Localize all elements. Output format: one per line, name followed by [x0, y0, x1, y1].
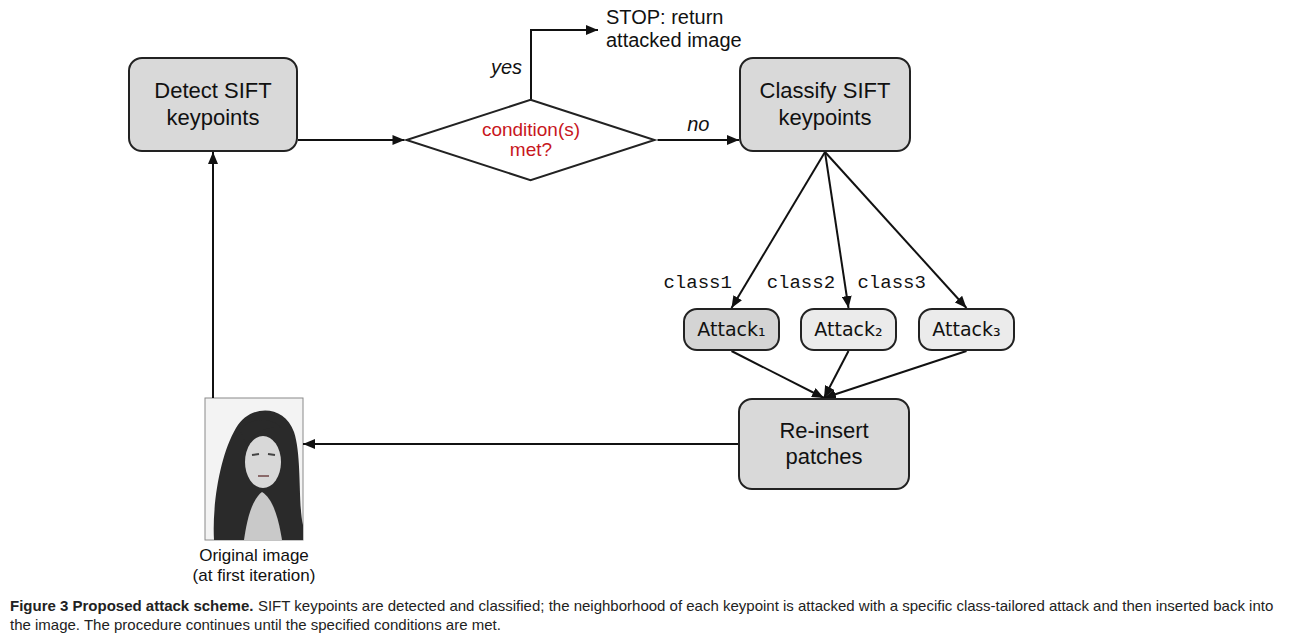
exit-arrow [531, 30, 598, 99]
attack-box: Attack₂ [800, 308, 897, 351]
image-node: Original image (at first iteration) [174, 398, 334, 591]
process-box: Classify SIFT keypoints [739, 57, 911, 152]
stop-label: STOP: return attacked image [604, 6, 758, 52]
decision-diamond: condition(s) met? [404, 99, 657, 181]
photo-hair [214, 410, 303, 540]
figure-title: Figure 3 Proposed attack scheme. [10, 597, 253, 614]
branch-label: no [685, 113, 711, 136]
flow-arrow [824, 351, 967, 398]
portrait-photo [205, 398, 303, 540]
flow-arrow [212, 152, 214, 398]
flow-arrow [825, 152, 967, 308]
flow-arrow [303, 443, 738, 445]
node-text: condition(s) met? [472, 120, 590, 160]
class-label: class1 [661, 272, 733, 294]
figure-caption: Figure 3 Proposed attack scheme.SIFT key… [10, 597, 1282, 635]
process-box: Detect SIFT keypoints [128, 57, 298, 152]
photo-ground [205, 398, 303, 540]
node-text: Attack₁ [697, 318, 765, 341]
photo-neck [244, 492, 282, 540]
class-label: class2 [765, 272, 837, 294]
attack-box: Attack₃ [918, 308, 1015, 351]
branch-label: yes [489, 56, 524, 79]
node-text: Detect SIFT keypoints [144, 78, 282, 131]
photo-eyes [252, 454, 275, 455]
node-text: Attack₂ [814, 318, 882, 341]
flow-arrow [298, 139, 404, 141]
flow-arrow [658, 139, 739, 141]
image-caption: Original image (at first iteration) [189, 546, 319, 587]
node-text: Classify SIFT keypoints [755, 78, 895, 131]
node-text: Attack₃ [932, 318, 1000, 341]
attack-box: Attack₁ [683, 308, 780, 351]
photo-mouth [258, 475, 269, 477]
photo-fringe [240, 420, 282, 444]
process-box: Re-insert patches [738, 398, 910, 490]
flow-arrow [732, 351, 825, 398]
photo-frame [205, 398, 303, 540]
node-text: Re-insert patches [754, 418, 894, 471]
diamond-shape [407, 100, 655, 180]
photo-face [245, 436, 281, 488]
class-label: class3 [855, 272, 927, 294]
